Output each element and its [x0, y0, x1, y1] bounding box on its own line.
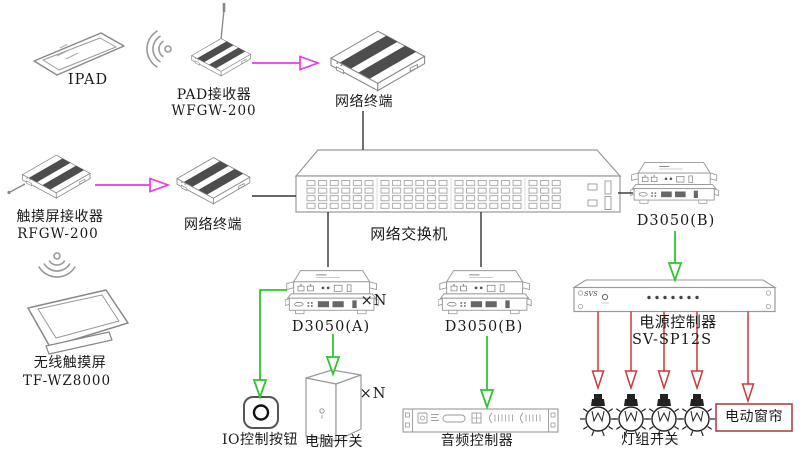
pad-receiver-model: WFGW-200: [171, 103, 257, 119]
d3050-b-mid-label: D3050(B): [444, 319, 524, 335]
link-power-to-lamp-2: [624, 311, 638, 391]
wireless-touchscreen-model: TF-WZ8000: [22, 373, 112, 389]
pc-tower-device: [305, 369, 362, 442]
lamp-icon-4: [679, 394, 715, 437]
network-links: [252, 111, 633, 267]
d3050-b-right-label: D3050(B): [636, 213, 716, 229]
wireless-signal-icon-1: [146, 30, 172, 68]
lamp-icon-2: [613, 394, 649, 437]
power-links: [591, 311, 755, 404]
lamp-group-label: 灯组开关: [621, 432, 679, 448]
network-terminal-left-label: 网络终端: [184, 217, 242, 233]
link-d3050a-to-io: [252, 289, 287, 400]
pc-switch-label: 电脑开关: [305, 434, 363, 450]
power-controller-indicator-leds: [647, 295, 699, 300]
link-d3050b-to-power: [667, 231, 683, 283]
network-terminal-top-device: [330, 30, 426, 92]
d3050-b-mid-device: [438, 270, 532, 315]
link-power-to-curtain: [741, 311, 755, 404]
power-controller-logo: SVS: [584, 290, 598, 298]
link-d3050a-to-pc: [325, 334, 341, 377]
d3050-b-right-device: [630, 162, 719, 204]
touch-receiver-label: 触摸屏接收器: [16, 209, 104, 225]
lamp-icon-1: [580, 394, 616, 437]
pad-receiver-antenna: [220, 3, 226, 40]
io-button-device: [243, 396, 279, 429]
power-controller-model: SV-SP12S: [631, 332, 713, 348]
pad-receiver-label: PAD接收器: [176, 87, 252, 103]
pc-switch-multiplier: ×N: [359, 386, 387, 402]
wireless-signal-icon-2: [38, 252, 76, 278]
power-controller-device: SVS: [572, 279, 777, 313]
ipad-device: [33, 32, 125, 76]
link-power-to-lamp-3: [657, 311, 671, 391]
link-power-to-lamp-4: [690, 311, 704, 391]
link-touch-to-terminal: [95, 177, 171, 193]
link-d3050b-to-audio: [479, 336, 495, 410]
d3050-a-label: D3050(A): [291, 319, 371, 335]
link-pad-to-terminal: [252, 55, 321, 71]
io-button-label: IO控制按钮: [221, 432, 299, 448]
audio-controller-device: [402, 408, 559, 433]
touch-receiver-device: [22, 154, 91, 199]
touch-receiver-model: RFGW-200: [17, 226, 99, 242]
power-controller-label: 电源控制器: [639, 313, 717, 331]
curtain-box: [715, 403, 793, 432]
network-switch-label: 网络交换机: [370, 225, 448, 243]
d3050-a-multiplier: ×N: [360, 293, 388, 309]
lamp-icon-3: [646, 394, 682, 437]
network-switch-device: [294, 149, 622, 213]
pad-receiver-device: [191, 38, 251, 77]
link-power-to-lamp-1: [591, 311, 605, 391]
network-terminal-top-label: 网络终端: [335, 94, 393, 110]
wireless-touchscreen-label: 无线触摸屏: [33, 355, 107, 371]
network-terminal-left-device: [176, 157, 251, 205]
touch-receiver-antenna: [7, 183, 26, 195]
ipad-label: IPAD: [67, 72, 109, 88]
control-links: [252, 231, 683, 410]
wireless-touchscreen-device: [27, 289, 129, 355]
audio-controller-label: 音频控制器: [440, 433, 514, 449]
curtain-label: 电动窗帘: [725, 409, 783, 425]
